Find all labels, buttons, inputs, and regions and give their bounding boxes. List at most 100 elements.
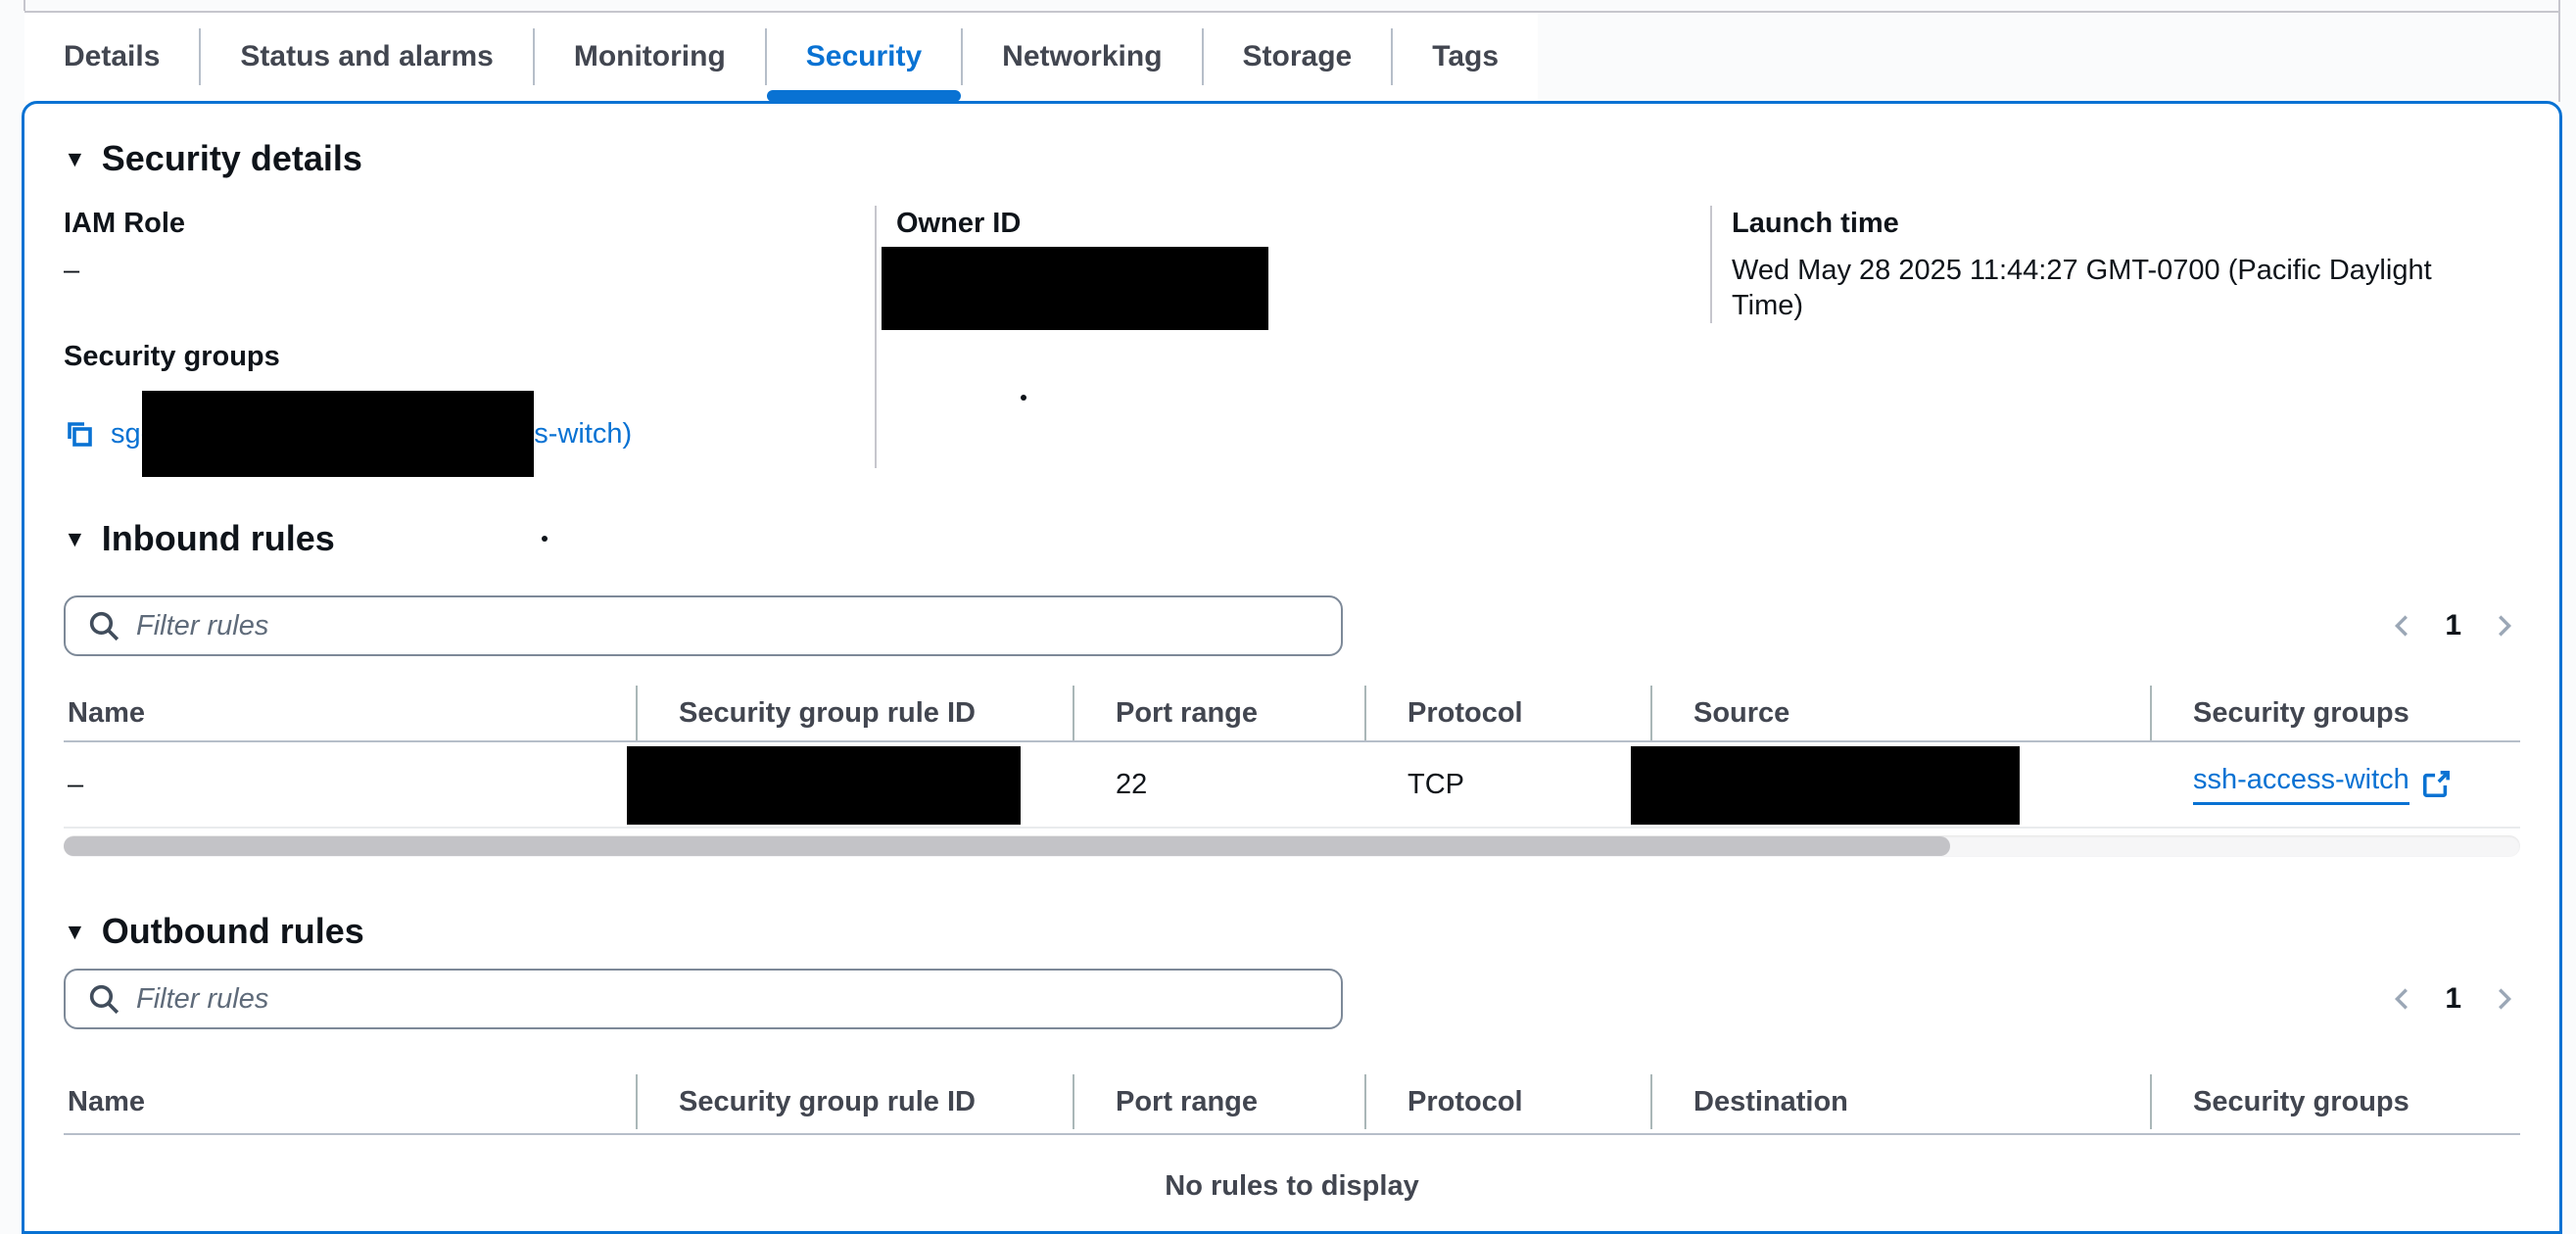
- current-page-number[interactable]: 1: [2445, 609, 2461, 641]
- security-tab-panel: ▼ Security details IAM Role – Security g…: [22, 101, 2562, 1234]
- external-link-icon: [2422, 771, 2450, 798]
- outbound-table-header: Name Security group rule ID Port range P…: [64, 1070, 2520, 1133]
- next-page-button[interactable]: [2487, 609, 2520, 642]
- outbound-filter-box: [64, 969, 1343, 1029]
- tab-separator: [764, 28, 767, 85]
- security-groups-label: Security groups: [64, 341, 280, 372]
- collapse-caret-icon[interactable]: ▼: [64, 919, 86, 944]
- inbound-rules-table: Name Security group rule ID Port range P…: [64, 686, 2520, 857]
- table-row: – 22 TCP ssh-access-witch: [64, 742, 2520, 829]
- tab-label: Details: [64, 40, 161, 72]
- previous-page-button[interactable]: [2386, 609, 2419, 642]
- section-title-text: Security details: [101, 138, 362, 178]
- outbound-pagination: 1: [2386, 982, 2520, 1016]
- column-header-port-range[interactable]: Port range: [1073, 1086, 1364, 1118]
- horizontal-scrollbar[interactable]: [64, 835, 2520, 857]
- table-header-border: [64, 740, 2520, 742]
- iam-role-label: IAM Role: [64, 208, 186, 239]
- column-header-protocol[interactable]: Protocol: [1364, 697, 1650, 730]
- security-group-link-row: sg- s-witch): [64, 390, 845, 478]
- tab-networking[interactable]: Networking: [963, 13, 1201, 101]
- launch-time-label: Launch time: [1732, 208, 1899, 239]
- column-header-protocol[interactable]: Protocol: [1364, 1086, 1650, 1118]
- no-rules-message: No rules to display: [1165, 1170, 1419, 1202]
- security-group-link-suffix[interactable]: s-witch): [534, 417, 633, 450]
- tab-label: Tags: [1432, 40, 1500, 72]
- tab-label: Monitoring: [573, 40, 726, 72]
- tab-bar: Details Status and alarms Monitoring Sec…: [24, 13, 1539, 102]
- top-divider: [24, 11, 2559, 13]
- column-header-rule-id[interactable]: Security group rule ID: [636, 697, 1073, 730]
- chevron-right-icon: [2499, 615, 2512, 637]
- column-header-security-groups[interactable]: Security groups: [2150, 1086, 2520, 1118]
- tab-label: Networking: [1002, 40, 1163, 72]
- outbound-rules-table: Name Security group rule ID Port range P…: [64, 1070, 2520, 1232]
- launch-time-value: Wed May 28 2025 11:44:27 GMT-0700 (Pacif…: [1732, 255, 2432, 321]
- copy-icon[interactable]: [64, 418, 95, 450]
- tab-separator: [1201, 28, 1204, 85]
- tab-monitoring[interactable]: Monitoring: [535, 13, 765, 101]
- iam-role-field: IAM Role –: [64, 206, 845, 288]
- previous-page-button[interactable]: [2386, 982, 2419, 1016]
- redacted-security-group-id: [142, 391, 535, 477]
- tab-separator: [961, 28, 964, 85]
- next-page-button[interactable]: [2487, 982, 2520, 1016]
- cell-port-range: 22: [1116, 768, 1148, 800]
- iam-role-value: –: [64, 255, 80, 286]
- search-icon: [89, 984, 119, 1015]
- column-header-source[interactable]: Source: [1650, 697, 2150, 730]
- inbound-rules-header[interactable]: ▼ Inbound rules: [64, 517, 2520, 560]
- tab-security[interactable]: Security: [766, 13, 962, 102]
- redacted-rule-id: [627, 746, 1021, 825]
- redacted-owner-id: [882, 247, 1268, 330]
- owner-id-label: Owner ID: [896, 208, 1022, 239]
- stray-dot: [1021, 395, 1026, 401]
- tab-storage[interactable]: Storage: [1204, 13, 1392, 101]
- tab-status-and-alarms[interactable]: Status and alarms: [201, 13, 532, 101]
- tab-tags[interactable]: Tags: [1393, 13, 1538, 101]
- section-title-text: Inbound rules: [101, 518, 335, 558]
- inbound-rules-section: ▼ Inbound rules 1 Na: [64, 517, 2520, 857]
- security-details-column-1: IAM Role – Security groups sg- s-witch): [64, 206, 875, 478]
- inbound-toolbar: 1: [64, 595, 2520, 656]
- collapse-caret-icon[interactable]: ▼: [64, 146, 86, 171]
- column-header-rule-id[interactable]: Security group rule ID: [636, 1086, 1073, 1118]
- tab-label: Storage: [1242, 40, 1353, 72]
- outbound-filter-input[interactable]: [136, 971, 1319, 1027]
- security-group-external-link[interactable]: ssh-access-witch: [2193, 764, 2520, 805]
- chevron-left-icon: [2395, 615, 2409, 637]
- outbound-rules-header[interactable]: ▼ Outbound rules: [64, 910, 2520, 953]
- security-details-columns: IAM Role – Security groups sg- s-witch): [64, 206, 2520, 478]
- tab-separator: [199, 28, 202, 85]
- tab-label: Security: [805, 40, 923, 72]
- column-header-name[interactable]: Name: [68, 696, 145, 729]
- redacted-source: [1631, 746, 2020, 825]
- column-header-destination[interactable]: Destination: [1650, 1086, 2150, 1118]
- inbound-filter-box: [64, 595, 1343, 656]
- right-edge-divider: [2558, 0, 2560, 102]
- security-group-link-label: ssh-access-witch: [2193, 764, 2409, 805]
- section-title-text: Outbound rules: [101, 911, 364, 951]
- security-details-section: ▼ Security details IAM Role – Security g…: [64, 137, 2520, 478]
- column-header-port-range[interactable]: Port range: [1073, 697, 1364, 730]
- security-details-header[interactable]: ▼ Security details: [64, 137, 2520, 180]
- column-header-name[interactable]: Name: [68, 1085, 145, 1117]
- left-edge-divider: [24, 0, 25, 11]
- inbound-table-header: Name Security group rule ID Port range P…: [64, 686, 2520, 740]
- table-header-border: [64, 1133, 2520, 1135]
- security-details-column-3: Launch time Wed May 28 2025 11:44:27 GMT…: [1710, 206, 2520, 323]
- current-page-number[interactable]: 1: [2445, 982, 2461, 1015]
- scrollbar-thumb[interactable]: [64, 836, 1950, 856]
- empty-table-state: No rules to display: [64, 1135, 2520, 1232]
- inbound-pagination: 1: [2386, 609, 2520, 642]
- tab-separator: [1391, 28, 1394, 85]
- outbound-rules-section: ▼ Outbound rules 1 Name: [64, 910, 2520, 1232]
- tab-label: Status and alarms: [240, 40, 494, 72]
- tab-details[interactable]: Details: [24, 13, 199, 101]
- collapse-caret-icon[interactable]: ▼: [64, 526, 86, 551]
- inbound-filter-input[interactable]: [136, 597, 1319, 654]
- column-header-security-groups[interactable]: Security groups: [2150, 697, 2520, 730]
- chevron-left-icon: [2395, 988, 2409, 1010]
- outbound-toolbar: 1: [64, 969, 2520, 1029]
- chevron-right-icon: [2499, 988, 2512, 1010]
